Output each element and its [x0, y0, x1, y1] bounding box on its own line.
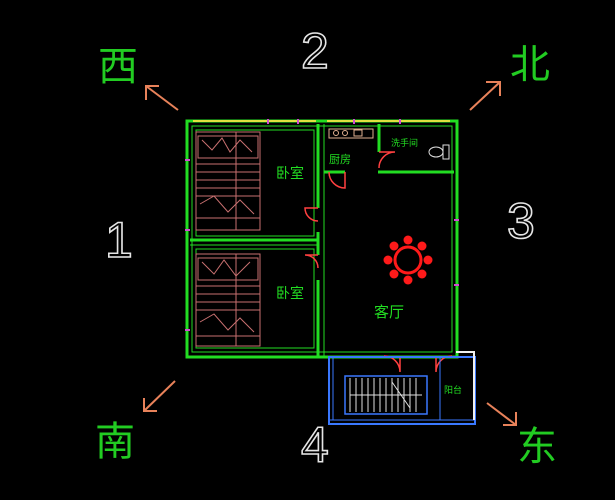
room-label-living: 客厅: [374, 303, 404, 321]
arrow-southwest-icon: [143, 380, 176, 412]
interior-walls: [190, 124, 454, 356]
direction-south-label: 南: [95, 419, 135, 465]
toilet-icon: [428, 144, 450, 160]
side-number-3: 3: [507, 193, 535, 249]
dining-table-icon: [383, 235, 433, 285]
stair-annex: [328, 351, 476, 425]
door-bathroom-icon: [378, 151, 396, 169]
room-label-bedroom-top: 卧室: [276, 165, 304, 182]
bed-bottom-icon: [195, 253, 261, 347]
side-number-4: 4: [301, 417, 329, 473]
room-label-balcony: 阳台: [444, 384, 462, 396]
direction-west-label: 西: [98, 44, 138, 90]
door-bedroom-bottom-icon: [304, 254, 319, 269]
bed-top-icon: [195, 131, 261, 231]
arrow-southeast-icon: [486, 402, 517, 426]
room-label-kitchen: 厨房: [329, 153, 351, 166]
stair-steps-icon: [349, 378, 422, 412]
direction-north-label: 北: [510, 42, 550, 88]
building-walls: [185, 119, 459, 359]
arrow-northeast-icon: [469, 81, 501, 111]
room-label-bathroom: 洗手间: [391, 137, 418, 149]
room-label-bedroom-bottom: 卧室: [276, 285, 304, 302]
kitchen-counter-icon: [328, 128, 374, 139]
door-bedroom-top-icon: [304, 207, 319, 222]
side-number-2: 2: [301, 23, 329, 79]
direction-east-label: 东: [517, 424, 557, 470]
side-number-1: 1: [105, 212, 133, 268]
direction-arrows: [143, 81, 517, 426]
door-kitchen-icon: [328, 171, 346, 189]
arrow-northwest-icon: [145, 85, 179, 111]
